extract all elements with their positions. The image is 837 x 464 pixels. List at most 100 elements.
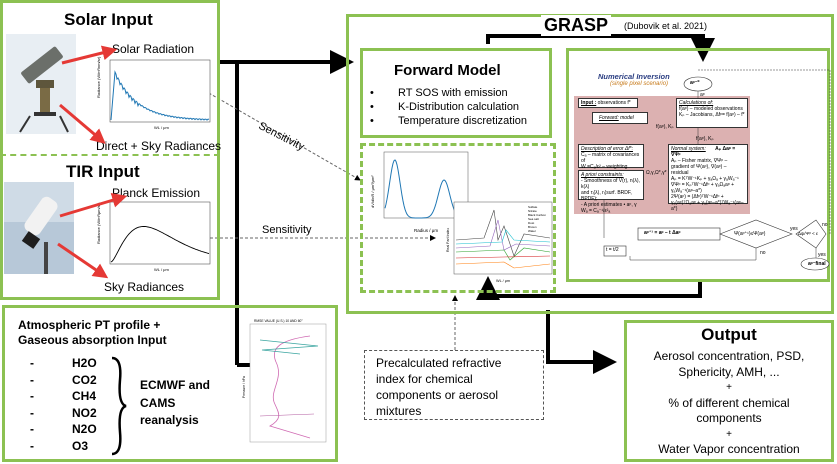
solar-tir-separator	[0, 154, 220, 156]
solar-red-arrows	[59, 45, 118, 144]
forward-model-title: Forward Model	[394, 62, 501, 79]
inversion-subtitle: (single pixel scenario)	[610, 81, 669, 87]
gas-item: CO2	[30, 372, 97, 389]
grasp-citation: (Dubovik et al. 2021)	[624, 21, 708, 31]
psd-xlabel: Radius / μm	[414, 228, 438, 233]
atmospheric-title-line2: Gaseous absorption Input	[18, 333, 167, 347]
gas-item: O3	[30, 438, 97, 455]
source-line3: reanalysis	[140, 413, 199, 427]
normal-label: Normal system:	[671, 146, 706, 152]
direct-sky-radiances-label: Direct + Sky Radiances	[96, 139, 222, 153]
gas-item: H2O	[30, 355, 97, 372]
gas-brace-icon	[111, 356, 127, 456]
ri-legend-item: Dust	[528, 221, 534, 225]
gas-item: CH4	[30, 388, 97, 405]
eq-a: Aₚ = KᵀW⁻¹Kₚ + γₐΩₐ + γₐWₐ⁻¹	[671, 176, 739, 182]
ri-legend-item: Sea salt	[528, 217, 539, 221]
source-line1: ECMWF and	[140, 378, 210, 392]
source-line2: CAMS	[140, 396, 176, 410]
apriori-line-3: - A priori estimates • aᵖ, γ Wₐ = Cₐ⁻¹/ε…	[581, 202, 637, 214]
output-line-1: Aerosol concentration, PSD,	[653, 349, 805, 363]
output-line-2: Sphericity, AMH, ...	[678, 364, 780, 379]
output-title: Output	[701, 325, 757, 344]
precalc-line-2: index for chemical	[376, 372, 473, 386]
tir-input-title: TIR Input	[66, 162, 140, 181]
ap-text: Aₚ – Fisher matrix, ∇Ψᵖ – gradient of Ψ(…	[671, 158, 728, 176]
input-label: Input :	[581, 100, 597, 106]
pt-profile-plot: RMSE VALUE (U.S.) 10 AND 60° Pressure / …	[242, 319, 327, 443]
eq-grad: ∇Ψᵖ = KₚᵀW⁻¹Δfᵖ + γₐΩₐaᵖ + γₐWₐ⁻¹(aᵖ–a*)	[671, 182, 735, 194]
ri-legend-item: Nitrate	[528, 209, 537, 213]
solar-spectrum-plot: Radiance (W/m²/nm/sr) WL / μm	[96, 56, 211, 130]
ri-legend-item: Brown	[528, 225, 537, 229]
fap-label-2: f(aᵖ), Kₚ	[696, 136, 714, 142]
output-plus-1: +	[726, 382, 732, 393]
input-box: Input : observations f*	[578, 98, 638, 108]
precalc-line-1: Precalculated refractive	[376, 356, 502, 370]
calc-line-1: f(aᵖ) – modeled observations	[679, 106, 743, 112]
calc-label: Calculations of:	[679, 100, 714, 106]
output-line-3: % of different chemical	[668, 395, 790, 410]
ap-small-label: aᵖ	[700, 92, 705, 98]
numerical-inversion-box	[566, 48, 830, 282]
fap-label-1: f(aᵖ), Kₚ	[656, 124, 674, 130]
sun-photometer-image	[6, 34, 76, 134]
eq-psi: 2Ψ(aᵖ) = (Δfᵖ)ᵀW⁻¹Δfᵖ + γₐ(aᵖ)ᵀΩₐaᵖ + γₐ…	[671, 194, 744, 212]
forward-item: K-Distribution calculation	[370, 100, 527, 114]
solar-radiation-label: Solar Radiation	[112, 42, 195, 56]
ri-legend-item: Water	[528, 229, 536, 233]
start-node: aᵖ⁼⁰	[690, 80, 700, 86]
pt-plot-ylabel: Pressure / hPa	[242, 376, 246, 398]
error-line-1: Cₐ – matrix of covariances of	[581, 152, 640, 164]
atmospheric-input-box	[2, 305, 338, 462]
apriori-line-2: and τᵢ(λ), rᵢ(surf. BRDF, BPDF);	[581, 190, 632, 202]
tir-plot-xlabel: WL / μm	[154, 267, 169, 272]
forward-box: Forward: model	[592, 112, 648, 124]
apriori-line-1: - Smoothness of V(r), n(λ), k(λ)	[581, 178, 640, 190]
ri-legend-item: Black Carbon	[528, 213, 546, 217]
gas-item: N2O	[30, 421, 97, 438]
forward-item: Temperature discretization	[370, 114, 527, 128]
apriori-box: A priori constraints: - Smoothness of V(…	[578, 170, 644, 214]
ri-legend-item: Sulfate	[528, 205, 538, 209]
forward-model-box	[360, 48, 552, 138]
sky-radiances-label: Sky Radiances	[104, 280, 185, 294]
forward-item: RT SOS with emission	[370, 86, 527, 100]
tir-plot-ylabel: Radiance (W/m²/μm/sr)	[96, 202, 101, 244]
grasp-title: GRASP	[541, 15, 612, 36]
psd-ylabel: dV/dlnR / μm³/μm²	[370, 175, 375, 208]
gas-item: NO2	[30, 405, 97, 422]
solar-input-title: Solar Input	[64, 10, 153, 29]
half-step: t = t/2	[606, 247, 619, 253]
tir-red-arrows	[57, 192, 128, 279]
precalc-line-4: mixtures	[376, 404, 422, 418]
tir-input-box	[0, 156, 220, 300]
no-label-2: no	[822, 222, 828, 228]
solar-input-box	[0, 0, 220, 156]
output-box	[624, 320, 834, 462]
no-label-1: no	[760, 250, 766, 256]
precalculated-box	[364, 350, 544, 420]
ri-xlabel: WL / μm	[496, 279, 510, 283]
pt-plot-title: RMSE VALUE (U.S.) 10 AND 60°	[254, 319, 303, 323]
microphysics-plots-box	[360, 143, 556, 293]
refractive-index-plot: Real Part Index WL / μm Sulfate Nitrate …	[446, 201, 553, 283]
normal-system-box: Normal system: Aₚ Δaᵖ = ∇Ψᵖ Aₚ – Fisher …	[668, 144, 748, 212]
normal-eq: Aₚ Δaᵖ = ∇Ψᵖ	[671, 146, 736, 158]
output-text: Aerosol concentration, PSD, Sphericity, …	[624, 349, 834, 458]
tir-radiometer-image	[4, 182, 74, 274]
planck-emission-label: Planck Emission	[112, 186, 201, 200]
condition-2: Δψ/Ψᵖ < ε	[798, 231, 819, 236]
atmospheric-title-line1: Atmospheric PT profile +	[18, 318, 161, 332]
yes-label-1: yes	[790, 226, 798, 232]
input-text: observations f*	[597, 100, 631, 106]
condition-1: Ψ(aᵖ⁺¹)≤Ψ(aᵖ)	[734, 231, 766, 237]
output-line-5: Water Vapor concentration	[658, 442, 800, 456]
ri-ylabel: Real Part Index	[446, 228, 450, 252]
inversion-title: Numerical Inversion	[598, 72, 670, 81]
omega-label: Ω,γ,Ω*,γ*	[646, 170, 667, 176]
precalc-line-3: components or aerosol	[376, 388, 499, 402]
calculations-box: Calculations of: f(aᵖ) – modeled observa…	[676, 98, 748, 128]
solar-plot-xlabel: WL / μm	[154, 125, 169, 130]
yes-label-2: yes	[818, 252, 826, 258]
